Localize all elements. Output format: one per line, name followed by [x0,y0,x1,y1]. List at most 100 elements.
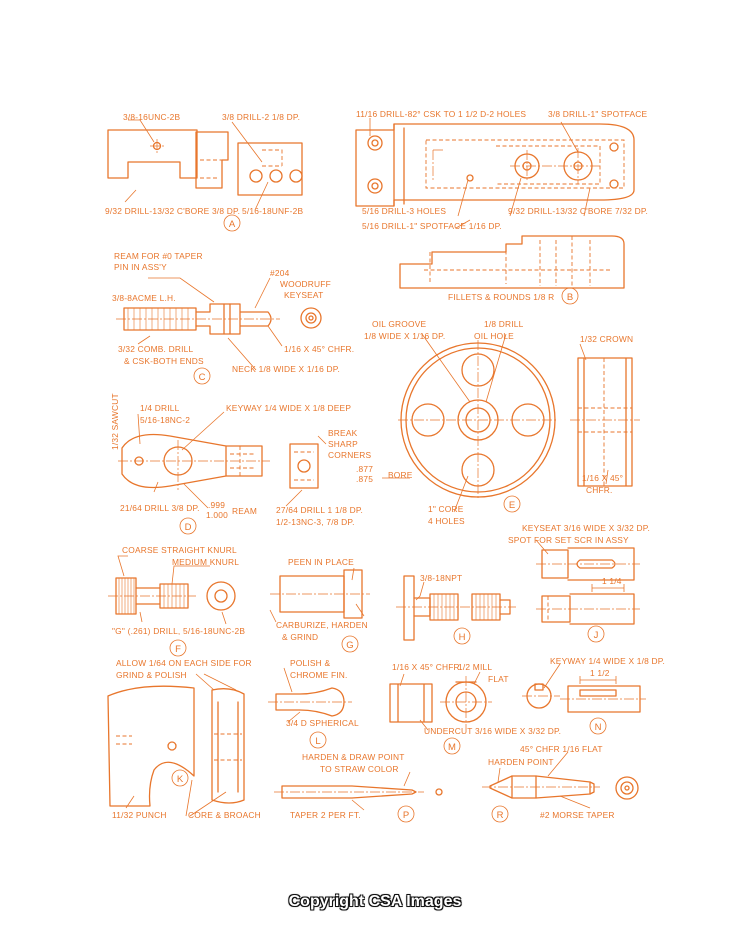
part-M-chfr-label: 1/16 X 45° CHFR. [392,662,462,672]
copyright-watermark: Copyright CSA Images [288,893,462,910]
part-C-chfr-label: 1/16 X 45° CHFR. [284,344,354,354]
part-N-letter: N [595,722,602,733]
part-L-spherical-label: 3/4 D SPHERICAL [286,718,359,728]
part-K-punch-label: 11/32 PUNCH [112,810,167,820]
part-F-letter: F [175,644,181,655]
part-C-comb-drill-label: 3/32 COMB. DRILL [118,344,193,354]
part-M-flat-label: FLAT [488,674,509,684]
part-K-core-label: CORE & BROACH [188,810,261,820]
part-A-drawing [107,119,303,232]
part-E-drawing [382,333,640,513]
part-E-bore-hi: .877 [356,464,373,474]
part-D-drill-label: 1/4 DRILL [140,403,180,413]
part-C-ream-label: REAM FOR #0 TAPER [114,251,203,261]
part-K-drawing [107,673,245,817]
part-D-drill2-label: 27/64 DRILL 1 1/8 DP. [276,505,363,515]
part-F-coarse-label: COARSE STRAIGHT KNURL [122,545,237,555]
part-A-letter: A [229,219,236,230]
part-B-drawing [355,118,635,305]
part-L-chrome-label: CHROME FIN. [290,670,348,680]
part-C-drawing [116,277,322,385]
part-G-carburize-label: CARBURIZE, HARDEN [276,620,368,630]
part-D-drawing [118,411,327,535]
part-N-dim-label: 1 1/2 [590,668,610,678]
part-H-letter: H [459,632,466,643]
part-L-letter: L [315,736,320,747]
part-D-ream-label: REAM [232,506,257,516]
part-E-oil-groove-label: OIL GROOVE [372,319,426,329]
part-E-crown-label: 1/32 CROWN [580,334,633,344]
part-P-straw-label: TO STRAW COLOR [320,764,399,774]
part-D-sawcut-label: 1/32 SAWCUT [110,393,120,450]
part-C-keyseat-label: KEYSEAT [284,290,323,300]
part-J-dim-label: 1 1/4 [602,576,622,586]
part-E-bore-lo: .875 [356,474,373,484]
part-E-groove-size-label: 1/8 WIDE X 1/16 DP. [364,331,445,341]
part-M-mill-label: 1/2 MILL [458,662,492,672]
part-M-drawing [389,671,492,755]
part-F-drawing [108,555,236,657]
part-R-chfr-label: 45° CHFR 1/16 FLAT [520,744,603,754]
part-R-drawing [482,751,639,823]
part-C-letter: C [199,372,206,383]
part-K-grind-label: GRIND & POLISH [116,670,187,680]
part-M-undercut-label: UNDERCUT 3/16 WIDE X 3/32 DP. [424,726,561,736]
part-D-ream-lo: .999 [208,500,225,510]
part-R-letter: R [497,810,504,821]
part-M-letter: M [448,742,456,753]
part-A-thread2-label: 5/16-18UNF-2B [242,206,303,216]
part-E-chfr2-label: CHFR. [586,485,613,495]
part-E-oil-hole-label: OIL HOLE [474,331,514,341]
part-R-harden-label: HARDEN POINT [488,757,554,767]
part-D-letter: D [185,522,192,533]
part-J-drawing [535,539,640,643]
part-P-letter: P [403,810,409,821]
part-E-holes-label: 4 HOLES [428,516,465,526]
part-E-bore-label: BORE [388,470,413,480]
part-D-thread-label: 5/16-18NC-2 [140,415,190,425]
part-B-letter: B [567,292,573,303]
part-D-break-label: BREAK [328,428,358,438]
part-G-drawing [269,567,370,653]
part-D-sharp-label: SHARP [328,439,358,449]
part-B-spotface2-label: 5/16 DRILL-1" SPOTFACE 1/16 DP. [362,221,502,231]
part-F-drill-label: "G" (.261) DRILL, 5/16-18UNC-2B [112,626,245,636]
part-B-csk-label: 11/16 DRILL-82° CSK TO 1 1/2 D-2 HOLES [356,109,526,119]
part-B-fillets-label: FILLETS & ROUNDS 1/8 R [448,292,554,302]
part-E-drill-label: 1/8 DRILL [484,319,524,329]
part-G-grind-label: & GRIND [282,632,318,642]
part-R-morse-label: #2 MORSE TAPER [540,810,615,820]
part-H-drawing [396,575,516,645]
part-A-thread-label: 3/8-16UNC-2B [123,112,181,122]
part-D-drill-dp-label: 21/64 DRILL 3/8 DP. [120,503,200,513]
part-E-letter: E [509,500,515,511]
part-J-spot-label: SPOT FOR SET SCR IN ASSY [508,535,629,545]
part-F-medium-label: MEDIUM KNURL [172,557,239,567]
part-C-acme-label: 3/8-8ACME L.H. [112,293,176,303]
part-C-csk-label: & CSK-BOTH ENDS [124,356,204,366]
part-C-neck-label: NECK 1/8 WIDE X 1/16 DP. [232,364,340,374]
part-B-cbore-label: 9/32 DRILL-13/32 C'BORE 7/32 DP. [508,206,648,216]
part-D-ream-hi: 1.000 [206,510,228,520]
part-N-drawing [522,663,646,735]
part-L-polish-label: POLISH & [290,658,330,668]
part-C-woodruff-no: #204 [270,268,290,278]
part-C-woodruff-label: WOODRUFF [280,279,331,289]
part-E-chfr-label: 1/16 X 45° [582,473,623,483]
part-P-harden-label: HARDEN & DRAW POINT [302,752,405,762]
part-G-peen-label: PEEN IN PLACE [288,557,354,567]
part-P-taper-label: TAPER 2 PER FT. [290,810,361,820]
part-L-drawing [268,667,352,749]
part-P-drawing [274,771,443,823]
part-B-spotface-label: 3/8 DRILL-1" SPOTFACE [548,109,648,119]
part-D-keyway-label: KEYWAY 1/4 WIDE X 1/8 DEEP [226,403,351,413]
part-D-thread2-label: 1/2-13NC-3, 7/8 DP. [276,517,355,527]
part-B-holes-label: 5/16 DRILL-3 HOLES [362,206,446,216]
part-H-npt-label: 3/8-18NPT [420,573,462,583]
part-G-letter: G [346,640,353,651]
part-J-letter: J [594,630,599,641]
part-N-keyway-label: KEYWAY 1/4 WIDE X 1/8 DP. [550,656,665,666]
part-D-corners-label: CORNERS [328,450,371,460]
